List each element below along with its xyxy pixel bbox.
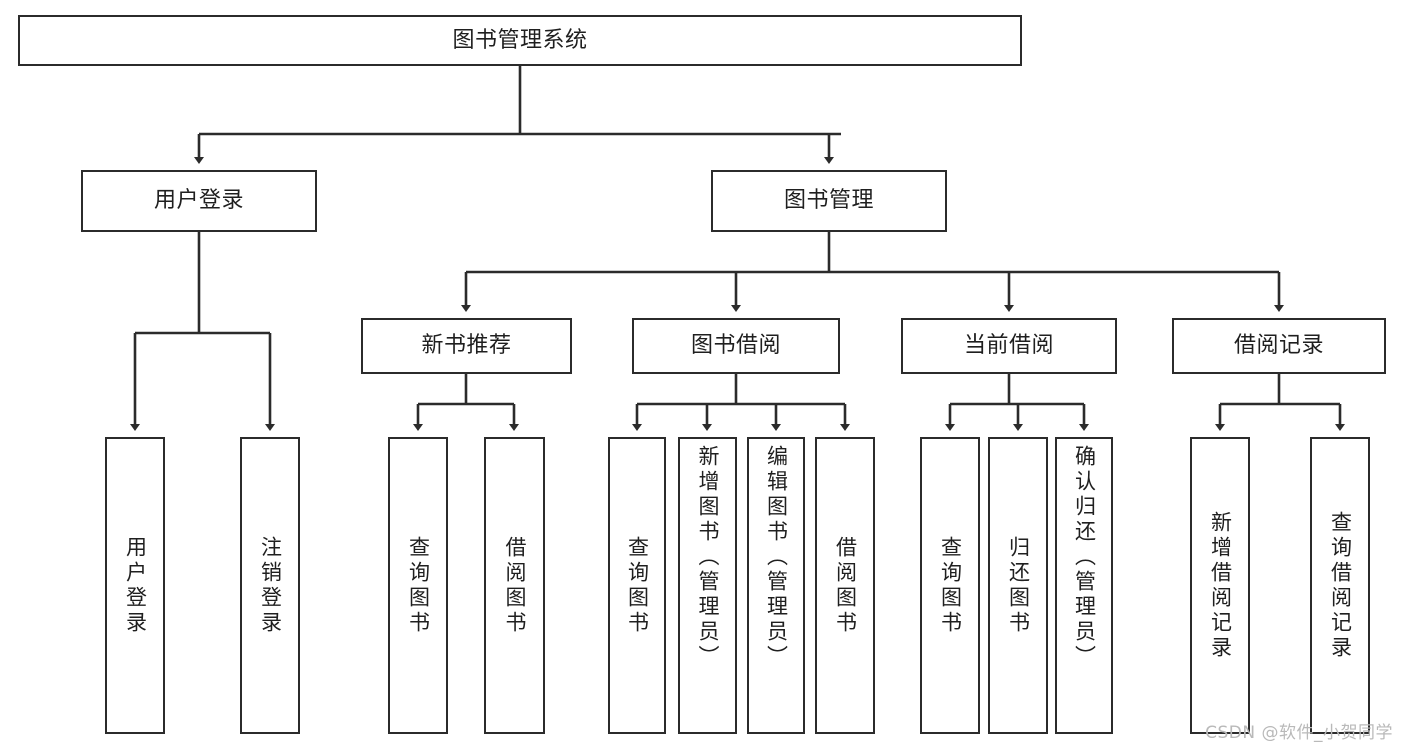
node-new-book-recommend-label: 新书推荐 xyxy=(421,333,512,359)
node-leaf-add-borrow-record[interactable]: 新增借阅记录 xyxy=(1190,437,1250,734)
node-book-manage[interactable]: 图书管理 xyxy=(711,170,947,232)
node-leaf-borrow-book-1[interactable]: 借阅图书 xyxy=(484,437,545,734)
node-leaf-query-book-3[interactable]: 查询图书 xyxy=(920,437,980,734)
node-leaf-query-book-3-label: 查询图书 xyxy=(938,535,963,636)
node-leaf-user-login-label: 用户登录 xyxy=(123,535,148,636)
node-current-borrow[interactable]: 当前借阅 xyxy=(901,318,1117,374)
node-book-borrow-label: 图书借阅 xyxy=(690,333,781,359)
node-leaf-borrow-book-2-label: 借阅图书 xyxy=(833,535,858,636)
node-leaf-query-book-2-label: 查询图书 xyxy=(625,535,650,636)
node-new-book-recommend[interactable]: 新书推荐 xyxy=(361,318,572,374)
node-leaf-edit-book[interactable]: 编辑图书（管理员） xyxy=(747,437,805,734)
node-leaf-query-book-1[interactable]: 查询图书 xyxy=(388,437,448,734)
node-leaf-add-book-label: 新增图书（管理员） xyxy=(696,445,720,670)
node-leaf-query-book-1-label: 查询图书 xyxy=(406,535,431,636)
node-leaf-logout-login[interactable]: 注销登录 xyxy=(240,437,300,734)
node-leaf-edit-book-label: 编辑图书（管理员） xyxy=(764,445,789,670)
node-leaf-borrow-book-2[interactable]: 借阅图书 xyxy=(815,437,875,734)
node-book-borrow[interactable]: 图书借阅 xyxy=(632,318,840,374)
node-current-borrow-label: 当前借阅 xyxy=(963,333,1054,359)
node-borrow-record[interactable]: 借阅记录 xyxy=(1172,318,1386,374)
node-leaf-query-borrow-record[interactable]: 查询借阅记录 xyxy=(1310,437,1370,734)
node-leaf-confirm-return-label: 确认归还（管理员） xyxy=(1072,445,1097,670)
node-root-label: 图书管理系统 xyxy=(452,27,588,53)
watermark-text: CSDN @软件_小贺同学 xyxy=(1205,723,1393,743)
node-leaf-query-book-2[interactable]: 查询图书 xyxy=(608,437,666,734)
node-user-login[interactable]: 用户登录 xyxy=(81,170,317,232)
node-leaf-borrow-book-1-label: 借阅图书 xyxy=(503,535,527,636)
node-book-manage-label: 图书管理 xyxy=(783,188,874,214)
node-user-login-label: 用户登录 xyxy=(153,188,244,214)
node-leaf-add-book[interactable]: 新增图书（管理员） xyxy=(678,437,737,734)
node-leaf-add-borrow-record-label: 新增借阅记录 xyxy=(1208,510,1233,661)
node-borrow-record-label: 借阅记录 xyxy=(1233,333,1324,359)
node-leaf-query-borrow-record-label: 查询借阅记录 xyxy=(1328,510,1353,661)
node-leaf-confirm-return[interactable]: 确认归还（管理员） xyxy=(1055,437,1113,734)
node-root[interactable]: 图书管理系统 xyxy=(18,15,1022,66)
node-leaf-return-book[interactable]: 归还图书 xyxy=(988,437,1048,734)
node-leaf-user-login[interactable]: 用户登录 xyxy=(105,437,165,734)
node-leaf-return-book-label: 归还图书 xyxy=(1006,535,1031,636)
node-leaf-logout-login-label: 注销登录 xyxy=(258,535,283,636)
